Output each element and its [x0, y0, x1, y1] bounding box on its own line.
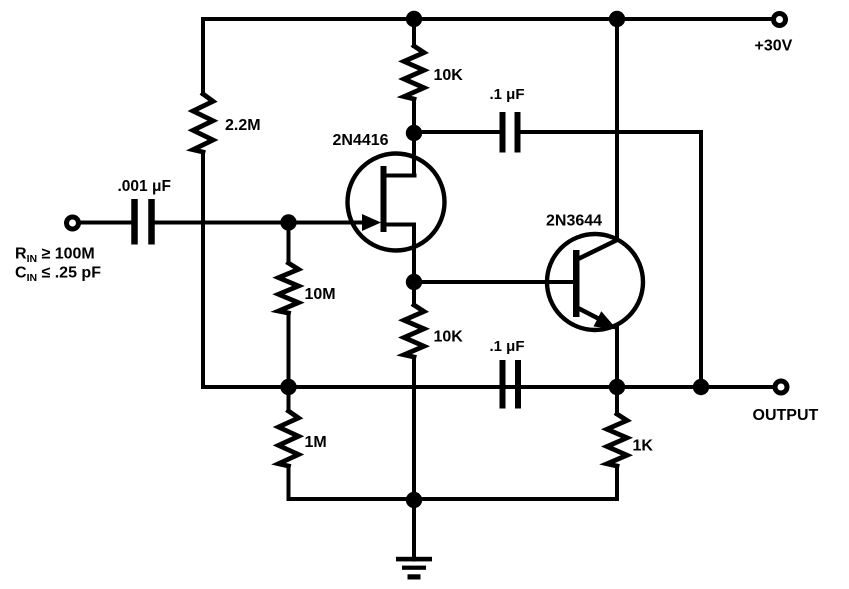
svg-text:.001 μF: .001 μF — [118, 178, 171, 195]
svg-text:10K: 10K — [434, 329, 464, 346]
svg-text:1K: 1K — [633, 438, 654, 455]
svg-text:CIN ≤ .25 pF: CIN ≤ .25 pF — [15, 265, 101, 285]
svg-text:OUTPUT: OUTPUT — [753, 407, 819, 424]
svg-text:+30V: +30V — [755, 38, 793, 55]
svg-text:2N3644: 2N3644 — [546, 213, 602, 230]
svg-text:10M: 10M — [305, 286, 336, 303]
svg-text:.1 μF: .1 μF — [490, 338, 525, 355]
svg-text:.1 μF: .1 μF — [490, 86, 525, 103]
svg-text:1M: 1M — [305, 434, 327, 451]
svg-text:2N4416: 2N4416 — [333, 132, 389, 149]
svg-text:2.2M: 2.2M — [225, 117, 261, 134]
svg-text:10K: 10K — [434, 67, 464, 84]
